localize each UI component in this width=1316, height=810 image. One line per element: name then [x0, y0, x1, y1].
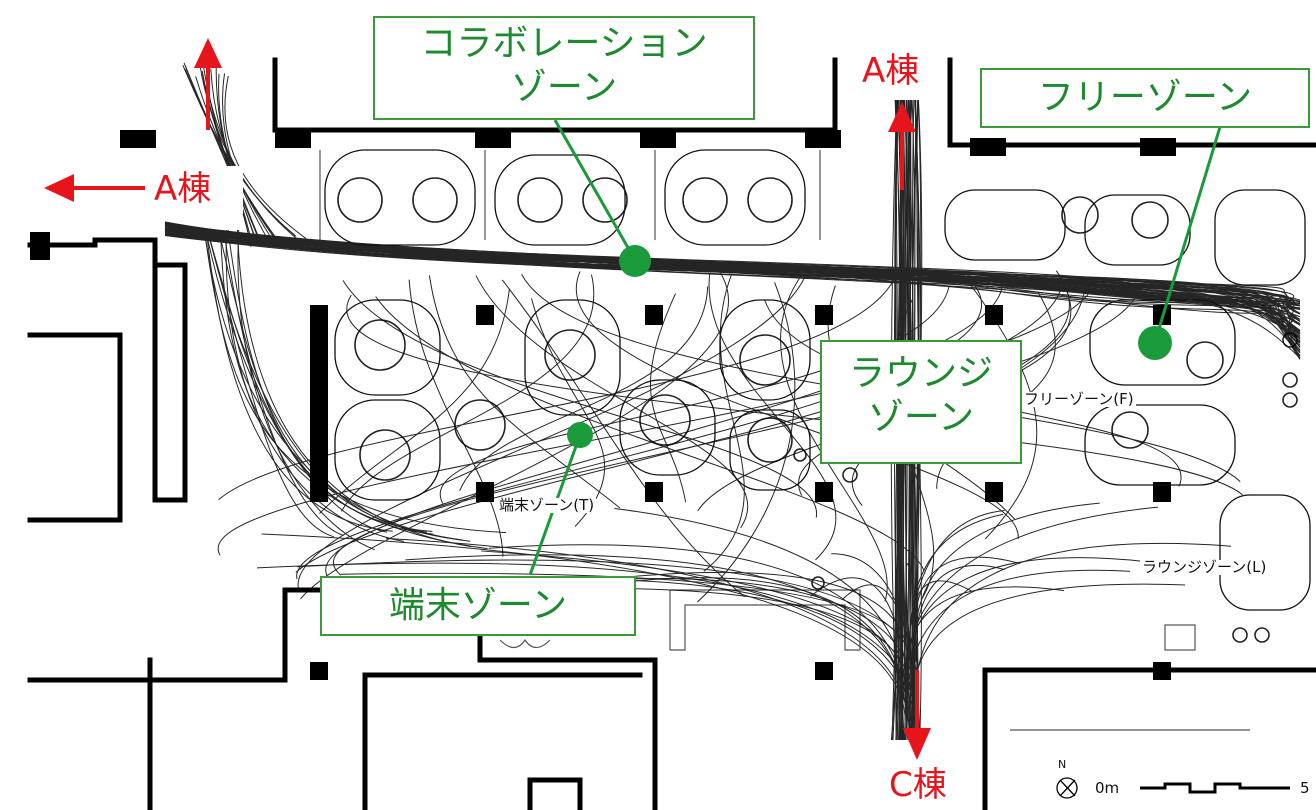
plan-label-terminal: 端末ゾーン(T): [497, 496, 597, 514]
zone-label-lounge: ラウンジ ゾーン: [820, 340, 1022, 464]
zone-loops: [324, 149, 1311, 611]
building-label-c-bottom: C棟: [889, 765, 947, 805]
furniture: [337, 177, 1298, 643]
zone-label-lounge-line2: ゾーン: [867, 396, 975, 438]
scale-end-label: 5: [1300, 779, 1310, 797]
leader-dots: [567, 245, 1172, 448]
building-label-a-left: A棟: [150, 166, 244, 214]
zone-label-terminal-text: 端末ゾーン: [388, 585, 568, 626]
zone-label-collaboration: コラボレーション ゾーン: [373, 16, 755, 120]
scale-zero-label: 0m: [1095, 779, 1120, 797]
room-outlines: [319, 150, 1250, 731]
zone-label-free: フリーゾーン: [980, 68, 1310, 128]
zone-label-collaboration-line1: コラボレーション: [420, 23, 708, 64]
zone-label-collaboration-line2: ゾーン: [510, 66, 618, 108]
pillars: [30, 130, 1176, 680]
north-label: N: [1058, 758, 1067, 771]
plan-label-lounge: ラウンジゾーン(L): [1140, 558, 1269, 576]
direction-arrows: [44, 38, 931, 760]
building-label-a-top: A棟: [858, 52, 924, 90]
zone-label-terminal: 端末ゾーン: [320, 576, 636, 636]
plan-label-free: フリーゾーン(F): [1022, 390, 1136, 408]
zone-label-lounge-line1: ラウンジ: [848, 353, 993, 394]
zone-label-free-text: フリーゾーン: [1037, 77, 1253, 118]
scale-bar: [1056, 777, 1290, 799]
